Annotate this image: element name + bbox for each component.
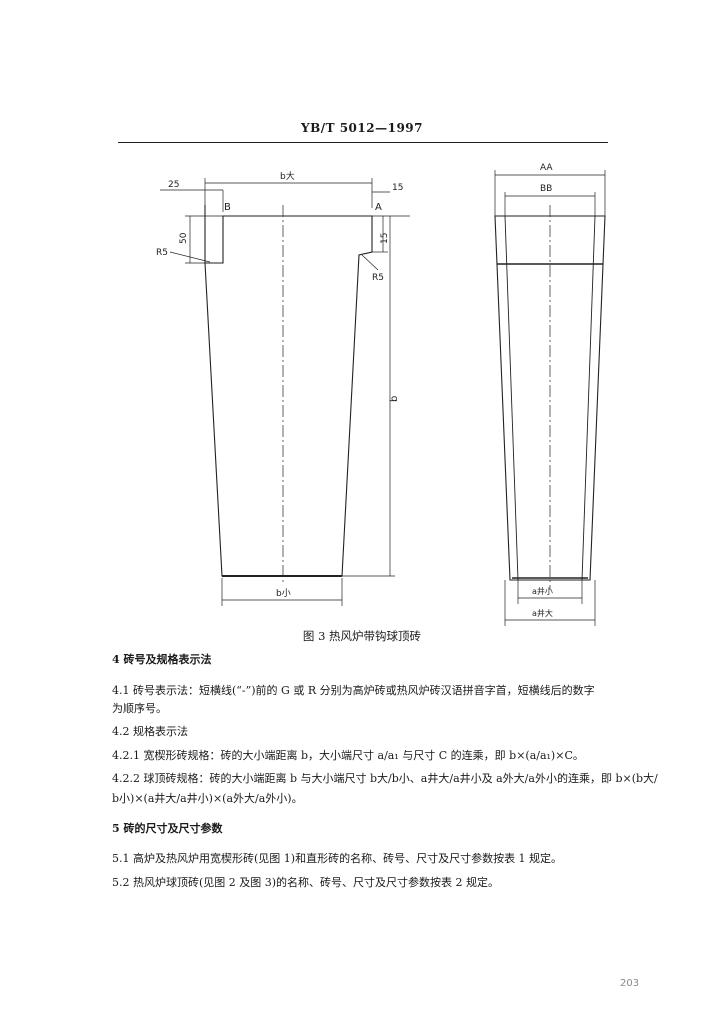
paragraph: 4.2.1 宽楔形砖规格：砖的大小端距离 b，大小端尺寸 a/a₁ 与尺寸 C … [112, 749, 584, 762]
technical-drawing: 25 b大 15 B A 50 15 R5 R5 b b小 AA BB a井小 … [156, 163, 606, 626]
label-corner-A: A [375, 202, 382, 213]
section-heading: 5 砖的尺寸及尺寸参数 [112, 822, 223, 835]
page-number: 203 [620, 978, 640, 989]
paragraph: 4.1 砖号表示法：短横线(“-”)前的 G 或 R 分别为高炉砖或热风炉砖汉语… [112, 684, 595, 697]
label-25: 25 [168, 180, 179, 190]
left-brick-outline [204, 205, 373, 577]
label-r5-left: R5 [156, 248, 168, 258]
paragraph: b小)×(a井大/a井小)×(a外大/a外小)。 [112, 792, 303, 805]
label-15-side: 15 [380, 233, 390, 244]
figure-caption: 图 3 热风炉带钩球顶砖 [302, 629, 422, 643]
label-b-big: b大 [280, 170, 295, 182]
label-b: b [389, 396, 400, 402]
label-AA: AA [540, 163, 553, 173]
paragraph: 5.1 高炉及热风炉用宽楔形砖(见图 1)和直形砖的名称、砖号、尺寸及尺寸参数按… [112, 852, 563, 865]
page-header: YB/T 5012—1997 [301, 121, 423, 135]
label-b-small: b小 [276, 588, 291, 599]
paragraph: 为顺序号。 [112, 702, 167, 715]
label-corner-B: B [224, 202, 231, 213]
label-r5-right: R5 [372, 273, 384, 283]
label-a-well-big: a井大 [532, 608, 553, 618]
label-a-well-small: a井小 [532, 586, 553, 596]
label-15-top: 15 [392, 183, 403, 193]
label-50: 50 [179, 232, 189, 244]
subsection-heading: 4.2 规格表示法 [112, 725, 188, 738]
right-brick-outline [494, 215, 606, 581]
label-BB: BB [540, 184, 552, 194]
paragraph: 5.2 热风炉球顶砖(见图 2 及图 3)的名称、砖号、尺寸及尺寸参数按表 2 … [112, 876, 500, 889]
section-heading: 4 砖号及规格表示法 [112, 653, 212, 666]
header-rule [118, 142, 608, 143]
paragraph: 4.2.2 球顶砖规格：砖的大小端距离 b 与大小端尺寸 b大/b小、a井大/a… [112, 772, 658, 785]
